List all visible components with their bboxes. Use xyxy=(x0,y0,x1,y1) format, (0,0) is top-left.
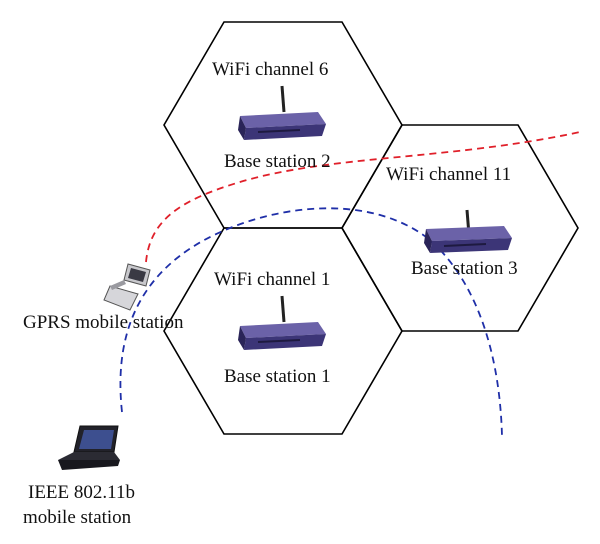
router-icon xyxy=(424,209,512,253)
ieee-mobile-label: mobile station xyxy=(23,507,132,528)
cell-channel-label: WiFi channel 1 xyxy=(214,269,330,290)
laptop-icon xyxy=(58,425,120,470)
base-station-label: Base station 2 xyxy=(224,151,331,172)
ieee-mobile-label: IEEE 802.11b xyxy=(28,482,135,503)
mobile-phone-icon xyxy=(103,263,151,311)
cell-channel-label: WiFi channel 6 xyxy=(212,59,328,80)
router-icon xyxy=(238,85,326,140)
cell-channel-label: WiFi channel 11 xyxy=(386,164,511,185)
gprs-mobile-label: GPRS mobile station xyxy=(23,312,184,333)
cell-channel-1 xyxy=(163,227,403,435)
base-station-label: Base station 3 xyxy=(411,258,518,279)
gprs-movement-path xyxy=(145,131,581,263)
base-station-label: Base station 1 xyxy=(224,366,331,387)
router-icon xyxy=(238,295,326,350)
wifi-movement-path xyxy=(119,207,503,437)
